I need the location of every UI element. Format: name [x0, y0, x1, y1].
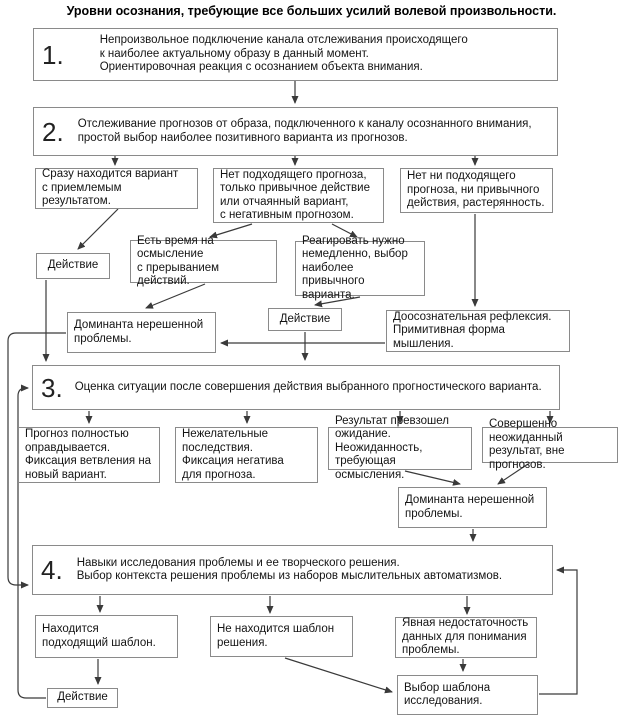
level3-number: 3. — [41, 372, 63, 403]
arrow-no-forecast-to-react-now — [331, 223, 358, 238]
level2-box: 2. Отслеживание прогнозов от образа, под… — [33, 107, 558, 156]
choose-research-template-box: Выбор шаблона исследования. — [397, 675, 538, 715]
forecast-confirmed-box: Прогноз полностью оправдывается. Фиксаци… — [18, 427, 160, 483]
react-now-box: Реагировать нужно немедленно, выбор наиб… — [295, 235, 425, 301]
level4-box: 4. Навыки исследования проблемы и ее тво… — [32, 545, 553, 595]
no-forecast-text: Нет подходящего прогноза, только привычн… — [220, 168, 370, 222]
result-exceeded-box: Результат превзошел ожидание. Неожиданно… — [328, 415, 472, 481]
level1-number: 1. — [42, 39, 64, 70]
arrow-unexpected-to-dominant2 — [497, 463, 529, 485]
time-to-think-box: Есть время на осмысление с прерыванием д… — [130, 235, 277, 287]
no-forecast-box: Нет подходящего прогноза, только привычн… — [213, 168, 384, 223]
level2-text: Отслеживание прогнозов от образа, подклю… — [77, 118, 532, 144]
preconscious-box: Доосознательная рефлексия. Примитивная ф… — [386, 310, 570, 352]
action1-box: Действие — [36, 253, 110, 279]
forecast-confirmed-text: Прогноз полностью оправдывается. Фиксаци… — [25, 428, 152, 481]
action2-text: Действие — [279, 312, 331, 325]
level2-number: 2. — [42, 116, 64, 147]
dominant1-box: Доминанта нерешенной проблемы. — [67, 312, 216, 353]
arrow-template-not-found-to-choose-research — [284, 657, 393, 694]
action3-text: Действие — [57, 691, 108, 704]
template-found-box: Находится подходящий шаблон. — [35, 615, 178, 658]
arrow-variant-found-to-action1 — [77, 208, 119, 250]
undesired-consequences-box: Нежелательные последствия. Фиксация нега… — [175, 427, 318, 483]
react-now-text: Реагировать нужно немедленно, выбор наиб… — [302, 234, 408, 301]
level1-box: 1. Непроизвольное подключение канала отс… — [33, 28, 558, 81]
level3-box: 3. Оценка ситуации после совершения дейс… — [32, 365, 560, 410]
template-found-text: Находится подходящий шаблон. — [42, 623, 156, 649]
insufficient-data-text: Явная недостаточность данных для пониман… — [402, 617, 529, 657]
time-to-think-text: Есть время на осмысление с прерыванием д… — [137, 234, 220, 288]
insufficient-data-box: Явная недостаточность данных для пониман… — [395, 617, 537, 658]
undesired-consequences-text: Нежелательные последствия. Фиксация нега… — [182, 428, 284, 481]
level1-text: Непроизвольное подключение канала отслеж… — [99, 34, 468, 74]
level4-text: Навыки исследования проблемы и ее творче… — [76, 556, 503, 583]
no-forecast-no-action-box: Нет ни подходящего прогноза, ни привычно… — [400, 168, 553, 213]
no-forecast-no-action-text: Нет ни подходящего прогноза, ни привычно… — [407, 170, 545, 210]
arrow-time-to-think-to-dominant1 — [145, 283, 206, 309]
result-exceeded-text: Результат превзошел ожидание. Неожиданно… — [335, 414, 449, 481]
level3-text: Оценка ситуации после совершения действи… — [74, 380, 542, 393]
diagram-title: Уровни осознания, требующие все больших … — [66, 4, 557, 18]
template-not-found-box: Не находится шаблон решения. — [210, 616, 353, 657]
variant-found-box: Сразу находится вариант с приемлемым рез… — [35, 168, 198, 209]
template-not-found-text: Не находится шаблон решения. — [217, 623, 335, 649]
feedback-action3-to-level3 — [17, 384, 46, 699]
dominant1-text: Доминанта нерешенной проблемы. — [74, 319, 204, 345]
unexpected-result-box: Совершенно неожиданный результат, вне пр… — [482, 418, 618, 471]
feedback-choose-research-to-level4 — [539, 566, 578, 695]
arrow-result-exceeded-to-dominant2 — [404, 470, 461, 486]
variant-found-text: Сразу находится вариант с приемлемым рез… — [42, 168, 179, 208]
action1-text: Действие — [47, 259, 99, 272]
arrow-no-forecast-to-time-to-think — [209, 223, 253, 239]
choose-research-template-text: Выбор шаблона исследования. — [404, 681, 491, 708]
arrow-react-now-to-action2 — [314, 296, 361, 308]
unexpected-result-text: Совершенно неожиданный результат, вне пр… — [489, 418, 565, 471]
action2-box: Действие — [268, 308, 342, 331]
dominant2-box: Доминанта нерешенной проблемы. — [398, 487, 547, 528]
level4-number: 4. — [41, 555, 63, 585]
feedback-dominant1-to-level4 — [7, 332, 66, 589]
action3-box: Действие — [47, 688, 118, 708]
preconscious-text: Доосознательная рефлексия. Примитивная ф… — [393, 310, 552, 350]
dominant2-text: Доминанта нерешенной проблемы. — [405, 494, 535, 520]
